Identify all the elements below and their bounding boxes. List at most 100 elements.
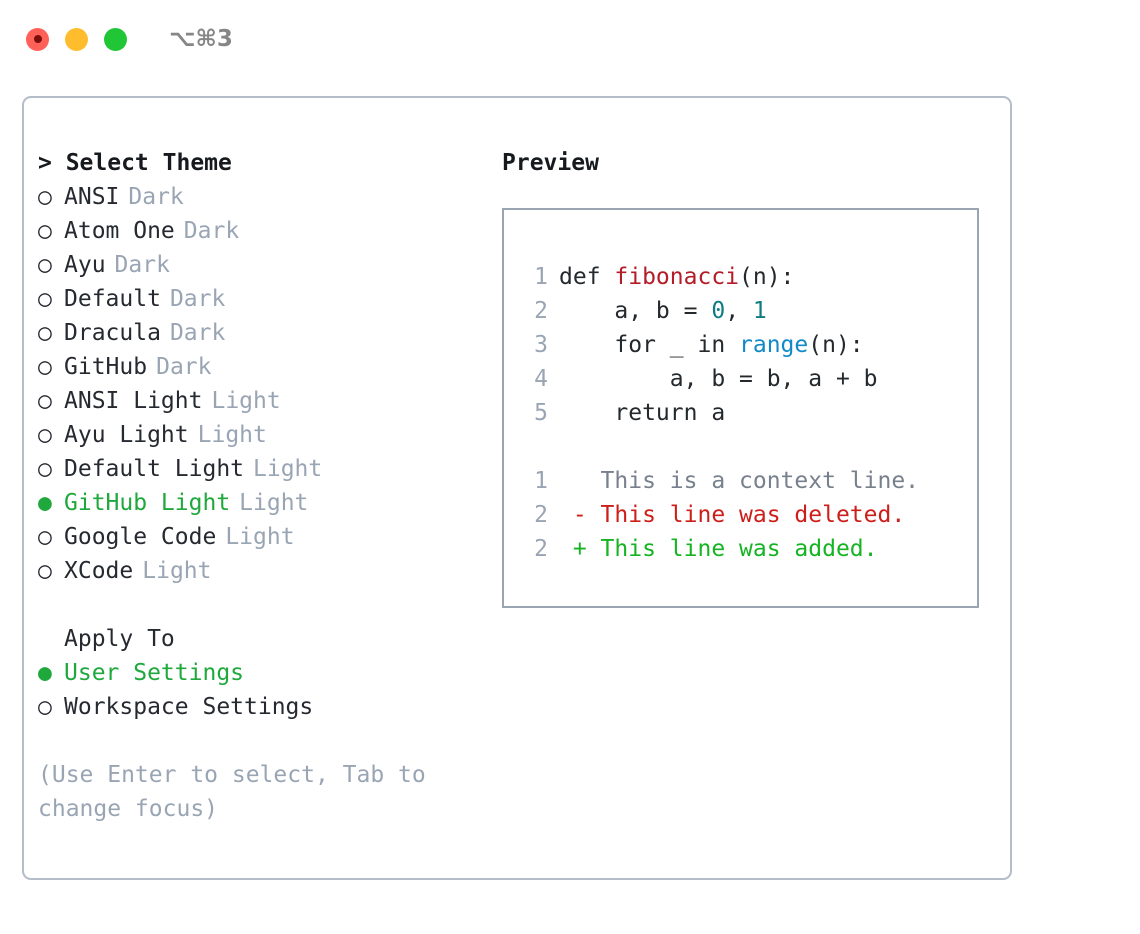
code-spacer [518, 430, 977, 464]
theme-option-atom-one[interactable]: ○ Atom One Dark [38, 214, 498, 248]
theme-option-ayu-light[interactable]: ○ Ayu Light Light [38, 418, 498, 452]
line-number: 5 [534, 400, 548, 426]
preview-heading: Preview [502, 150, 599, 176]
radio-unselected-icon: ○ [38, 218, 52, 244]
theme-variant-tag: Dark [114, 252, 170, 278]
apply-to-option-workspace-settings[interactable]: ○ Workspace Settings [38, 690, 498, 724]
theme-option-ansi[interactable]: ○ ANSI Dark [38, 180, 498, 214]
radio-unselected-icon: ○ [38, 354, 52, 380]
code-token-add: + This line was added. [559, 536, 878, 562]
theme-option-label: GitHub Light [64, 490, 231, 516]
theme-option-label: Default [64, 286, 161, 312]
theme-variant-tag: Light [239, 490, 309, 516]
apply-to-option-user-settings[interactable]: ● User Settings [38, 656, 498, 690]
diff-line: 2 - This line was deleted. [518, 498, 977, 532]
line-number: 2 [534, 298, 548, 324]
radio-unselected-icon: ○ [38, 422, 52, 448]
theme-variant-tag: Dark [128, 184, 184, 210]
code-line: 1 def fibonacci(n): [518, 260, 977, 294]
radio-unselected-icon: ○ [38, 524, 52, 550]
radio-selected-icon: ● [38, 490, 52, 516]
code-token-plain: a, b = [559, 298, 712, 324]
close-button[interactable] [26, 27, 49, 51]
theme-variant-tag: Dark [169, 320, 226, 346]
diff-sample: 1 This is a context line.2 - This line w… [518, 464, 977, 566]
theme-option-label: Google Code [64, 524, 217, 550]
theme-option-label: GitHub [64, 354, 148, 380]
theme-option-github-light[interactable]: ● GitHub Light Light [38, 486, 498, 520]
theme-option-label: ANSI Light [64, 388, 203, 414]
theme-option-github[interactable]: ○ GitHub Dark [38, 350, 498, 384]
theme-option-label: XCode [64, 558, 134, 584]
theme-variant-tag: Light [253, 456, 323, 482]
theme-option-ayu[interactable]: ○ Ayu Dark [38, 248, 498, 282]
keyboard-hint-text: (Use Enter to select, Tab to change focu… [38, 762, 426, 822]
code-token-plain: (n): [739, 264, 795, 290]
theme-option-label: Ayu Light [64, 422, 189, 448]
theme-variant-tag: Dark [183, 218, 240, 244]
radio-unselected-icon: ○ [38, 694, 52, 720]
radio-unselected-icon: ○ [38, 558, 52, 584]
code-line: 5 return a [518, 396, 977, 430]
theme-variant-tag: Dark [156, 354, 212, 380]
apply-to-list[interactable]: ● User Settings ○ Workspace Settings [38, 656, 498, 724]
maximize-button[interactable] [104, 27, 127, 51]
code-token-num: 0 [711, 298, 726, 324]
apply-to-heading: Apply To [64, 626, 175, 652]
line-number: 1 [534, 468, 548, 494]
theme-option-label: ANSI [64, 184, 120, 210]
theme-option-label: Default Light [64, 456, 245, 482]
apply-to-option-label: Workspace Settings [64, 694, 314, 720]
code-token-plain: , [725, 298, 753, 324]
select-theme-heading: > Select Theme [38, 150, 232, 176]
theme-option-dracula[interactable]: ○ Dracula Dark [38, 316, 498, 350]
theme-variant-tag: Light [211, 388, 281, 414]
code-token-plain: return a [559, 400, 726, 426]
window-controls [26, 27, 127, 51]
theme-variant-tag: Light [142, 558, 212, 584]
line-number: 1 [534, 264, 548, 290]
theme-option-label: Ayu [64, 252, 106, 278]
line-number: 2 [534, 502, 548, 528]
code-token-func: fibonacci [614, 264, 740, 290]
code-token-num: 1 [752, 298, 767, 324]
theme-option-label: Atom One [64, 218, 175, 244]
theme-variant-tag: Light [197, 422, 267, 448]
radio-unselected-icon: ○ [38, 286, 52, 312]
code-token-plain: def [559, 264, 615, 290]
code-token-plain: a, b = b, a + b [559, 366, 878, 392]
radio-unselected-icon: ○ [38, 320, 52, 346]
apply-to-option-label: User Settings [64, 660, 245, 686]
code-token-plain: (n): [808, 332, 864, 358]
code-line: 2 a, b = 0, 1 [518, 294, 977, 328]
diff-line: 2 + This line was added. [518, 532, 977, 566]
code-token-ctx: This is a context line. [559, 468, 920, 494]
radio-selected-icon: ● [38, 660, 52, 686]
code-line: 4 a, b = b, a + b [518, 362, 977, 396]
code-token-builtin: range [739, 332, 809, 358]
theme-option-label: Dracula [64, 320, 161, 346]
code-token-del: - This line was deleted. [559, 502, 906, 528]
radio-unselected-icon: ○ [38, 184, 52, 210]
line-number: 4 [534, 366, 548, 392]
keyboard-shortcut-label: ⌥⌘3 [169, 26, 233, 52]
theme-option-xcode[interactable]: ○ XCode Light [38, 554, 498, 588]
diff-line: 1 This is a context line. [518, 464, 977, 498]
title-bar: ⌥⌘3 [0, 0, 1140, 78]
code-line: 3 for _ in range(n): [518, 328, 977, 362]
radio-unselected-icon: ○ [38, 252, 52, 278]
minimize-button[interactable] [65, 27, 88, 51]
code-token-plain: for _ in [559, 332, 740, 358]
line-number: 2 [534, 536, 548, 562]
